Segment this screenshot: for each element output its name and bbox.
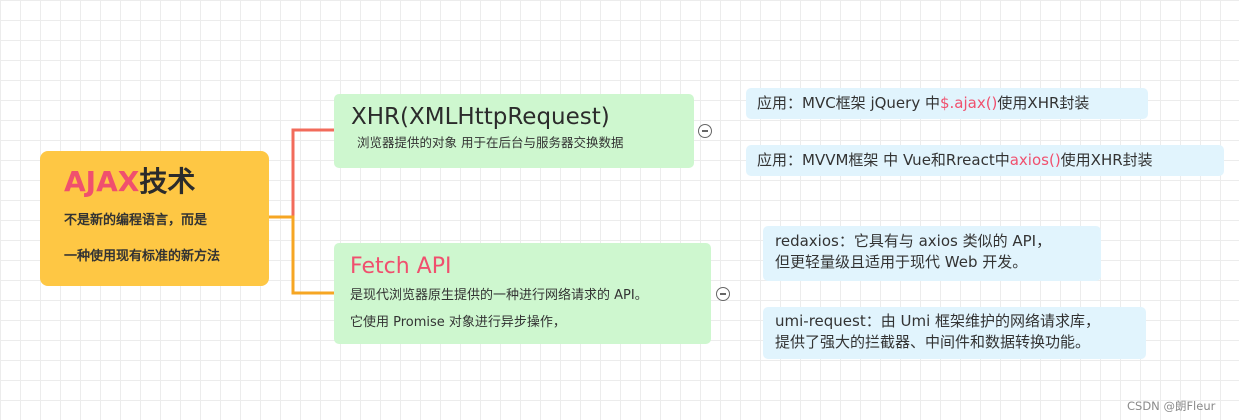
leaf-line-2: 但更轻量级且适用于现代 Web 开发。 (775, 253, 1028, 271)
leaf-line-2: 提供了强大的拦截器、中间件和数据转换功能。 (775, 333, 1091, 351)
fetch-title: Fetch API (350, 254, 452, 279)
root-desc-line-2: 一种使用现有标准的新方法 (64, 249, 221, 264)
leaf-highlight: axios() (1009, 151, 1061, 169)
fetch-desc-line-1: 是现代浏览器原生提供的一种进行网络请求的 API。 (350, 288, 648, 303)
branch-fetch-api[interactable]: Fetch API 是现代浏览器原生提供的一种进行网络请求的 API。 它使用 … (334, 243, 711, 344)
connector-root-to-fetch (269, 215, 334, 295)
fetch-description: 是现代浏览器原生提供的一种进行网络请求的 API。 它使用 Promise 对象… (350, 282, 711, 336)
leaf-highlight: $.ajax() (939, 94, 998, 112)
root-title-accent: AJAX (64, 165, 140, 198)
xhr-subtitle: 浏览器提供的对象 用于在后台与服务器交换数据 (357, 135, 624, 150)
fetch-desc-line-2: 它使用 Promise 对象进行异步操作， (350, 315, 566, 330)
branch-xhr[interactable]: XHR(XMLHttpRequest) 浏览器提供的对象 用于在后台与服务器交换… (334, 94, 694, 168)
leaf-jquery-ajax[interactable]: 应用：MVC框架 jQuery 中$.ajax()使用XHR封装 (746, 88, 1148, 119)
leaf-text: 使用XHR封装 (997, 94, 1090, 112)
root-title: AJAX技术 (64, 165, 269, 199)
leaf-text: 使用XHR封装 (1060, 151, 1153, 169)
root-title-rest: 技术 (139, 165, 196, 198)
root-topic-ajax[interactable]: AJAX技术 不是新的编程语言，而是 一种使用现有标准的新方法 (40, 151, 269, 286)
watermark: CSDN @朗Fleur (1127, 399, 1216, 413)
leaf-umi-request[interactable]: umi-request：由 Umi 框架维护的网络请求库， 提供了强大的拦截器、… (763, 307, 1146, 359)
leaf-text: 应用：MVC框架 jQuery 中 (757, 94, 940, 112)
connector-root-to-xhr (269, 128, 334, 219)
collapse-xhr-icon[interactable] (698, 124, 712, 138)
xhr-title: XHR(XMLHttpRequest) (351, 104, 610, 130)
leaf-redaxios[interactable]: redaxios：它具有与 axios 类似的 API， 但更轻量级且适用于现代… (763, 226, 1101, 281)
collapse-fetch-icon[interactable] (716, 287, 730, 301)
leaf-text: 应用：MVVM框架 中 Vue和Rreact中 (757, 151, 1010, 169)
leaf-line-1: umi-request：由 Umi 框架维护的网络请求库， (775, 312, 1101, 330)
root-desc-line-1: 不是新的编程语言，而是 (64, 213, 208, 228)
leaf-line-1: redaxios：它具有与 axios 类似的 API， (775, 232, 1052, 250)
leaf-vue-react-axios[interactable]: 应用：MVVM框架 中 Vue和Rreact中axios()使用XHR封装 (746, 145, 1224, 176)
root-description: 不是新的编程语言，而是 一种使用现有标准的新方法 (64, 203, 269, 275)
